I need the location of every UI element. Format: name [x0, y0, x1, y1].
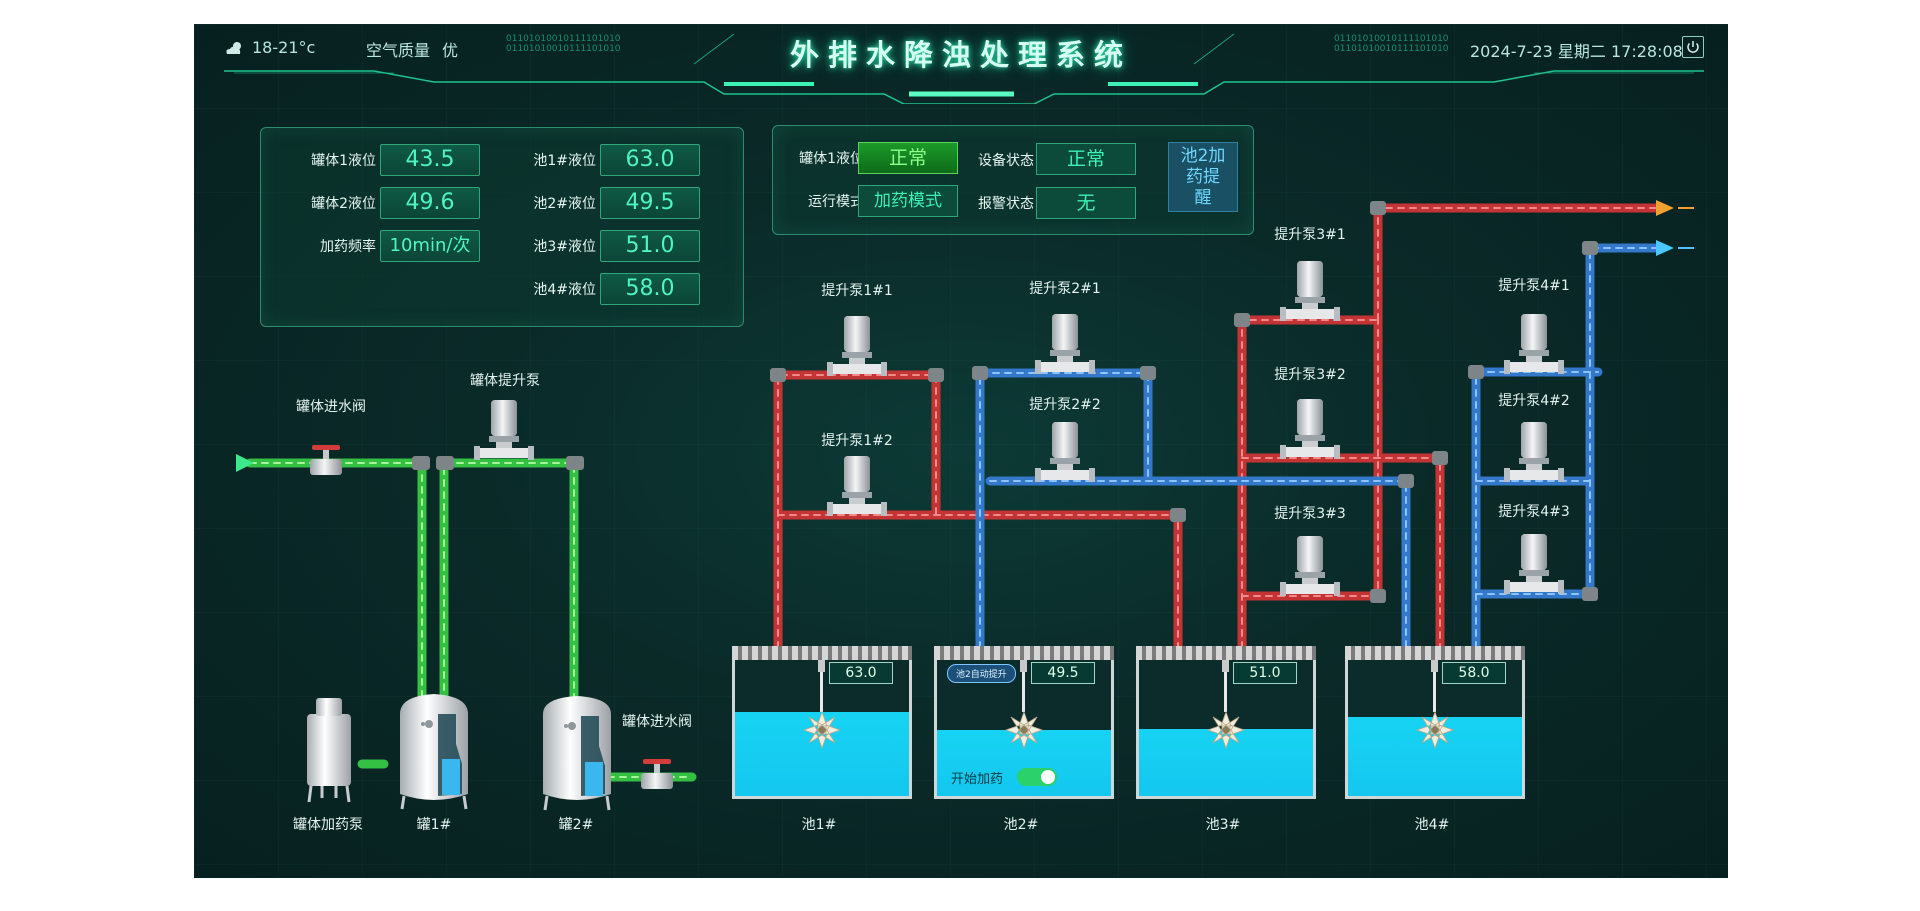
pool2-level-value: 49.5 — [600, 187, 700, 219]
pump-1-1-label: 提升泵1#1 — [821, 283, 893, 299]
pool-tank: 51.0 — [1136, 646, 1316, 799]
pool-label: 池1# — [801, 817, 837, 833]
pool-label: 池2# — [1003, 817, 1039, 833]
dosing-frequency-label: 加药频率 — [320, 239, 376, 255]
pump-2-2-label: 提升泵2#2 — [1029, 397, 1101, 413]
pool-tank: 58.0 — [1345, 646, 1525, 799]
pool-rim — [934, 646, 1114, 660]
power-button[interactable] — [1682, 36, 1704, 58]
pump-4-3-label: 提升泵4#3 — [1498, 504, 1570, 520]
run-mode-value: 加药模式 — [858, 185, 958, 217]
mixer-shaft — [820, 660, 823, 712]
mixer-motor — [1020, 660, 1027, 672]
mixer-icon — [1207, 711, 1245, 749]
mixer-icon — [1005, 711, 1043, 749]
mixer-icon — [1416, 711, 1454, 749]
tank1-status-value: 正常 — [858, 142, 958, 174]
pump-2-1-label: 提升泵2#1 — [1029, 281, 1101, 297]
tank-lift-pump-label: 罐体提升泵 — [470, 373, 540, 389]
pool-label: 池3# — [1205, 817, 1241, 833]
dosing-frequency-value: 10min/次 — [380, 230, 480, 262]
pump-3-3-label: 提升泵3#3 — [1274, 506, 1346, 522]
pool-rim — [1345, 646, 1525, 660]
pump-3-2-label: 提升泵3#2 — [1274, 367, 1346, 383]
dosing-pump-label: 罐体加药泵 — [293, 817, 363, 833]
pool1-level-value: 63.0 — [600, 144, 700, 176]
tank1-label: 罐1# — [416, 817, 452, 833]
tank2-label: 罐2# — [558, 817, 594, 833]
mixer-shaft — [1022, 660, 1025, 712]
pool-label: 池4# — [1414, 817, 1450, 833]
pump-4-1-label: 提升泵4#1 — [1498, 278, 1570, 294]
pool-rim — [1136, 646, 1316, 660]
inlet-valve-right-label: 罐体进水阀 — [622, 714, 692, 730]
pool2-dosing-reminder[interactable]: 池2加药提醒 — [1168, 142, 1238, 212]
pool-reading: 49.5 — [1031, 662, 1095, 684]
mixer-motor — [1431, 660, 1438, 672]
pool1-level-label: 池1#液位 — [533, 153, 596, 169]
pool-reading: 63.0 — [829, 662, 893, 684]
power-icon — [1687, 41, 1699, 53]
tank2-level-label: 罐体2液位 — [311, 196, 376, 212]
pool-reading: 51.0 — [1233, 662, 1297, 684]
air-quality-label: 空气质量 — [366, 41, 431, 60]
pool3-level-value: 51.0 — [600, 230, 700, 262]
mixer-shaft — [1433, 660, 1436, 712]
mixer-motor — [818, 660, 825, 672]
datetime-text: 2024-7-23 星期二 17:28:08 — [1470, 42, 1683, 61]
pump-3-1-label: 提升泵3#1 — [1274, 227, 1346, 243]
start-dosing-label: 开始加药 — [951, 772, 1004, 787]
inlet-valve-left-label: 罐体进水阀 — [296, 399, 366, 415]
pool3-level-label: 池3#液位 — [533, 239, 596, 255]
pool2-level-label: 池2#液位 — [533, 196, 596, 212]
pump-4-2-label: 提升泵4#2 — [1498, 393, 1570, 409]
pool2-auto-lift-chip[interactable]: 池2自动提升 — [947, 664, 1016, 683]
mixer-icon — [803, 711, 841, 749]
pool-rim — [732, 646, 912, 660]
air-quality-value: 优 — [442, 41, 459, 60]
pool-reading: 58.0 — [1442, 662, 1506, 684]
mixer-motor — [1222, 660, 1229, 672]
pump-1-2-label: 提升泵1#2 — [821, 433, 893, 449]
process-diagram — [236, 200, 1694, 811]
alarm-status-value: 无 — [1036, 187, 1136, 219]
mixer-shaft — [1224, 660, 1227, 712]
page-title: 外排水降浊处理系统 — [789, 38, 1132, 72]
tank1-status-label: 罐体1液位 — [799, 151, 864, 167]
device-status-value: 正常 — [1036, 143, 1136, 175]
pool4-level-value: 58.0 — [600, 273, 700, 305]
start-dosing-toggle[interactable] — [1017, 768, 1057, 786]
header-decoration — [224, 33, 1704, 104]
pool-tank: 49.5 池2自动提升开始加药 — [934, 646, 1114, 799]
pool4-level-label: 池4#液位 — [533, 282, 596, 298]
tank1-level-label: 罐体1液位 — [311, 153, 376, 169]
tank2-level-value: 49.6 — [380, 187, 480, 219]
tank1-level-value: 43.5 — [380, 144, 480, 176]
cloud-sun-icon — [226, 42, 241, 54]
device-status-label: 设备状态 — [978, 153, 1034, 169]
temperature-text: 18-21°c — [252, 38, 316, 57]
pool-tank: 63.0 — [732, 646, 912, 799]
run-mode-label: 运行模式 — [808, 194, 864, 210]
alarm-status-label: 报警状态 — [978, 196, 1034, 212]
